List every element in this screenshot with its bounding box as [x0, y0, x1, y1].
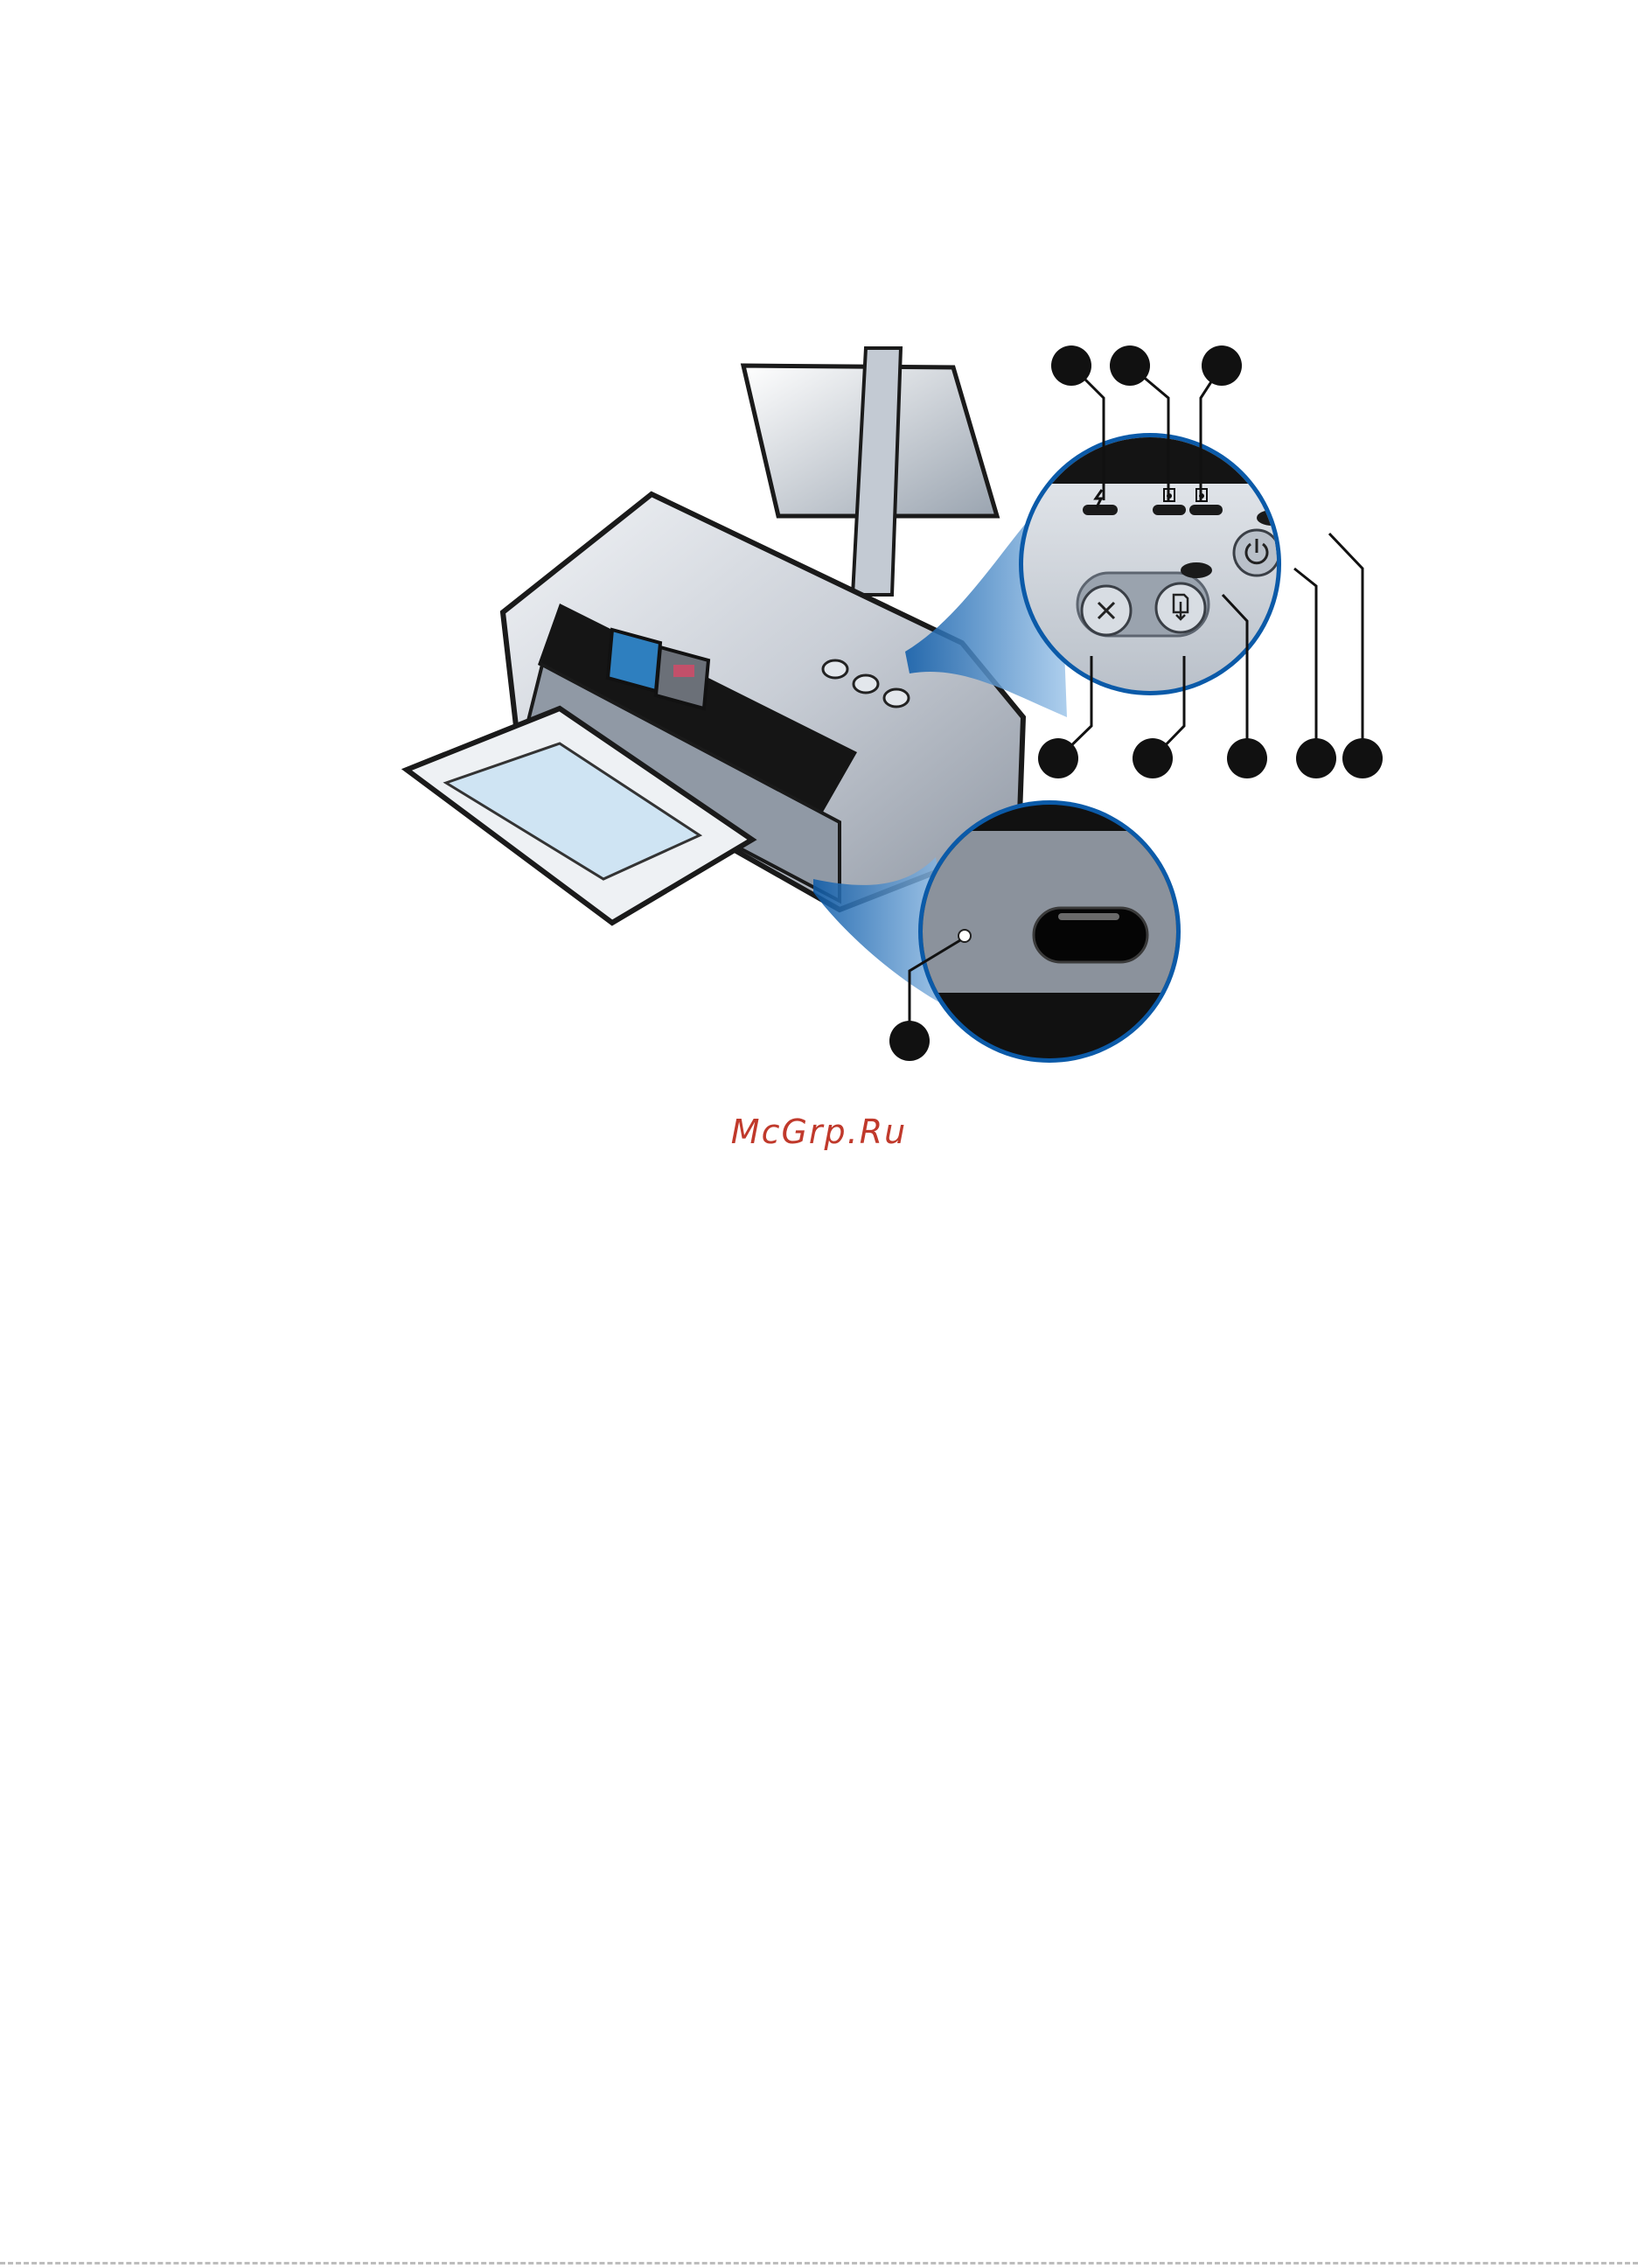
cancel-button[interactable] — [1082, 586, 1131, 635]
reset-hole — [958, 930, 971, 942]
color-cartridge — [656, 647, 708, 708]
power-button[interactable] — [1234, 530, 1279, 576]
cartridge-label — [673, 665, 694, 677]
callout-2 — [1110, 345, 1150, 386]
callout-9 — [889, 1021, 930, 1061]
watermark: McGrp.Ru — [0, 1113, 1638, 1151]
callout-3 — [1202, 345, 1242, 386]
side-panel-zoom — [918, 800, 1181, 1063]
callout-6 — [1227, 738, 1267, 778]
black-cartridge — [608, 630, 660, 691]
callout-4 — [1038, 738, 1078, 778]
resume-led — [1181, 562, 1212, 578]
callout-8 — [1342, 738, 1383, 778]
left-cartridge-led — [1153, 505, 1186, 515]
power-led — [1083, 505, 1118, 515]
right-cartridge-led — [1189, 505, 1223, 515]
callout-5 — [1133, 738, 1173, 778]
printer-control-panel-figure — [0, 0, 1638, 1085]
callout-7 — [1296, 738, 1336, 778]
resume-button[interactable] — [1156, 583, 1205, 632]
callout-1 — [1051, 345, 1091, 386]
page-bottom-rule — [0, 2262, 1638, 2265]
